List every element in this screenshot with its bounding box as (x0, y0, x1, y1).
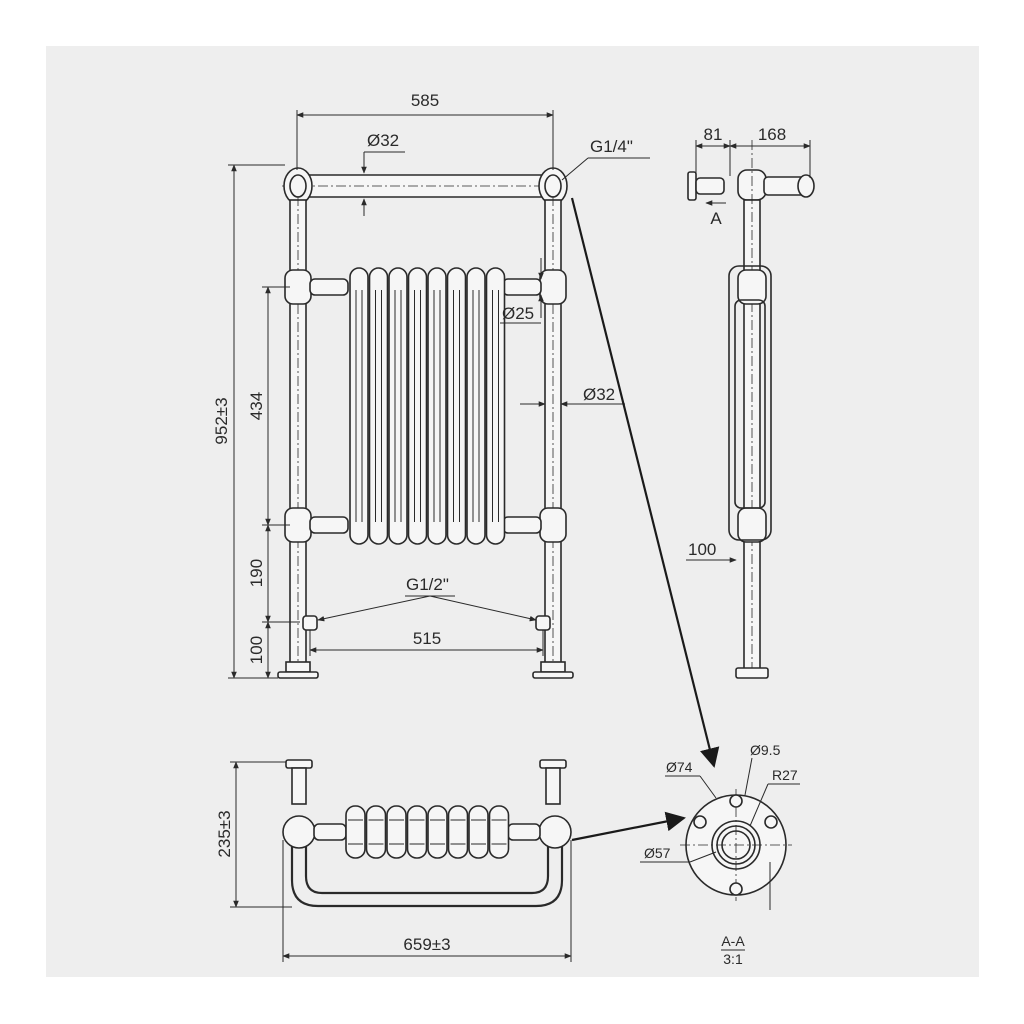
radiator-column (485, 267, 506, 545)
plan-section (386, 805, 407, 859)
section-scale: 3:1 (723, 951, 743, 967)
radiator-columns (349, 267, 506, 545)
dim-190-label: 190 (247, 559, 266, 587)
dim-235-label: 235±3 (215, 810, 234, 857)
plan-section (447, 805, 469, 859)
plan-section (406, 805, 428, 859)
dim-dia25-label: Ø25 (502, 304, 534, 323)
dim-top-width: 585 (296, 91, 554, 170)
plan-radiator-sections (345, 805, 510, 859)
plan-section (365, 805, 387, 859)
front-view: 585 Ø32 G1/4" 952±3 434 (212, 91, 650, 679)
dim-top-tube-dia: Ø32 (361, 131, 405, 216)
side-view: 81 168 A 100 (686, 125, 815, 679)
radiator-column (466, 267, 486, 545)
dim-plan-width: 659±3 (282, 840, 572, 962)
plan-section (488, 805, 510, 859)
dim-dia32-top-label: Ø32 (367, 131, 399, 150)
dim-g12-label: G1/2" (406, 575, 449, 594)
dim-side-top: 81 168 (695, 125, 811, 178)
dim-659-label: 659±3 (403, 935, 450, 954)
plan-section (345, 805, 366, 859)
dim-valve-thread: G1/4" (561, 137, 650, 181)
plan-view: 235±3 659±3 (215, 759, 572, 962)
dim-dia95-label: Ø9.5 (750, 742, 781, 758)
radiator-column (388, 267, 408, 545)
dim-dia74-label: Ø74 (666, 759, 693, 775)
radiator-column (349, 267, 369, 545)
dim-floor-gap: 100 (247, 621, 278, 679)
dim-overall-height: 952±3 (212, 164, 285, 679)
section-marker-label: A (710, 209, 722, 228)
radiator-connectors (309, 278, 542, 534)
dim-952-label: 952±3 (212, 397, 231, 444)
section-title: A-A (721, 933, 745, 949)
dim-inlet-spacing: 515 (309, 629, 544, 656)
dim-side-tube-dia: Ø32 (520, 385, 625, 407)
dim-dia32-side-label: Ø32 (583, 385, 615, 404)
section-marker: A (705, 200, 726, 228)
drawing-sheet (46, 46, 979, 977)
dim-81-label: 81 (704, 125, 723, 144)
dim-100-label: 100 (247, 636, 266, 664)
plan-section (468, 805, 489, 859)
dim-585-label: 585 (411, 91, 439, 110)
screw-holes (693, 794, 778, 896)
top-rail (282, 167, 570, 205)
right-upright (532, 196, 574, 679)
left-upright (277, 196, 319, 679)
dim-plan-depth: 235±3 (215, 761, 292, 908)
dim-connector-dia: Ø25 (500, 258, 544, 324)
dim-434-label: 434 (247, 392, 266, 420)
radiator-column (368, 267, 389, 545)
dim-515-label: 515 (413, 629, 441, 648)
dim-lower-gap: 190 (247, 524, 300, 623)
dim-inlet-thread: G1/2" (317, 575, 537, 622)
dim-g14-label: G1/4" (590, 137, 633, 156)
detail-leader-arrows (570, 197, 720, 842)
dim-r27-label: R27 (772, 767, 798, 783)
dim-radiator-height: 434 (247, 286, 290, 526)
radiator-column (427, 267, 447, 545)
plan-section (427, 805, 448, 859)
radiator-column (446, 267, 467, 545)
section-a-a: Ø74 Ø9.5 R27 Ø57 A-A 3:1 (640, 742, 800, 967)
radiator-column (407, 267, 428, 545)
dim-side-100-label: 100 (688, 540, 716, 559)
dim-dia57-label: Ø57 (644, 845, 671, 861)
dim-side-floor: 100 (686, 540, 737, 563)
inlet-valves (302, 615, 551, 631)
dim-168-label: 168 (758, 125, 786, 144)
